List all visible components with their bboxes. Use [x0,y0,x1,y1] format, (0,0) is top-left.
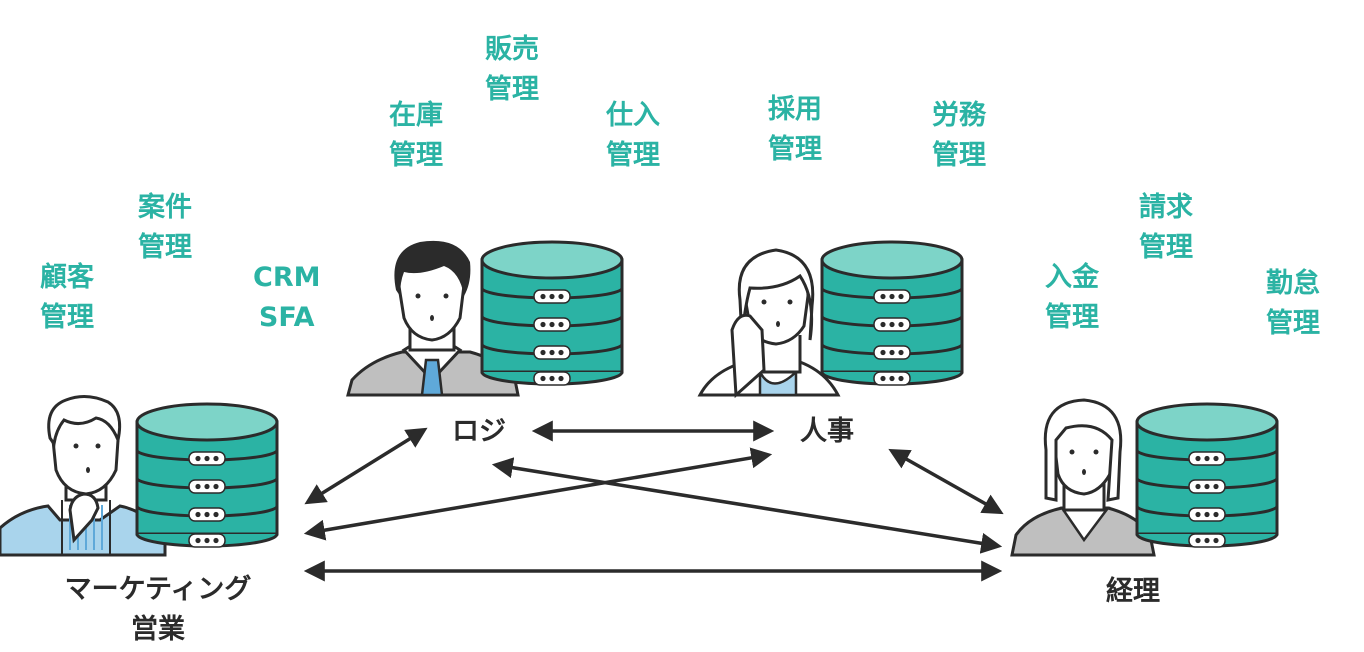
arrow-marketing-hr [303,447,773,541]
arrow-marketing-logistics [304,427,428,505]
dept-accounting: 経理 [1106,576,1160,607]
label-inventory-management: 在庫管理 [389,100,443,171]
label-labor-management: 労務管理 [932,100,986,171]
label-purchase-management: 仕入管理 [606,100,660,171]
label-hiring-management: 採用管理 [768,94,822,165]
logistics-database-icon [480,240,624,387]
arrow-logistics-accounting [491,457,1003,554]
dept-hr: 人事 [800,416,854,447]
label-project-management: 案件管理 [138,192,192,263]
logistics-person-illustration [346,240,520,397]
arrow-hr-accounting [888,448,1004,515]
label-invoice-management: 請求管理 [1139,192,1193,263]
connection-arrows [303,420,1004,582]
label-attendance-management: 勤怠管理 [1266,268,1320,339]
dept-logistics: ロジ [452,416,506,447]
label-payment-management: 入金管理 [1045,262,1099,333]
accounting-database-icon [1135,402,1279,549]
hr-database-icon [820,240,964,387]
label-sales-management: 販売管理 [485,34,539,105]
label-customer-management: 顧客管理 [40,262,94,333]
marketing-database-icon [135,402,279,549]
hr-person-illustration [697,248,841,399]
dept-marketing-sales: マーケティング営業 [64,574,252,645]
accounting-person-illustration [1010,398,1156,557]
